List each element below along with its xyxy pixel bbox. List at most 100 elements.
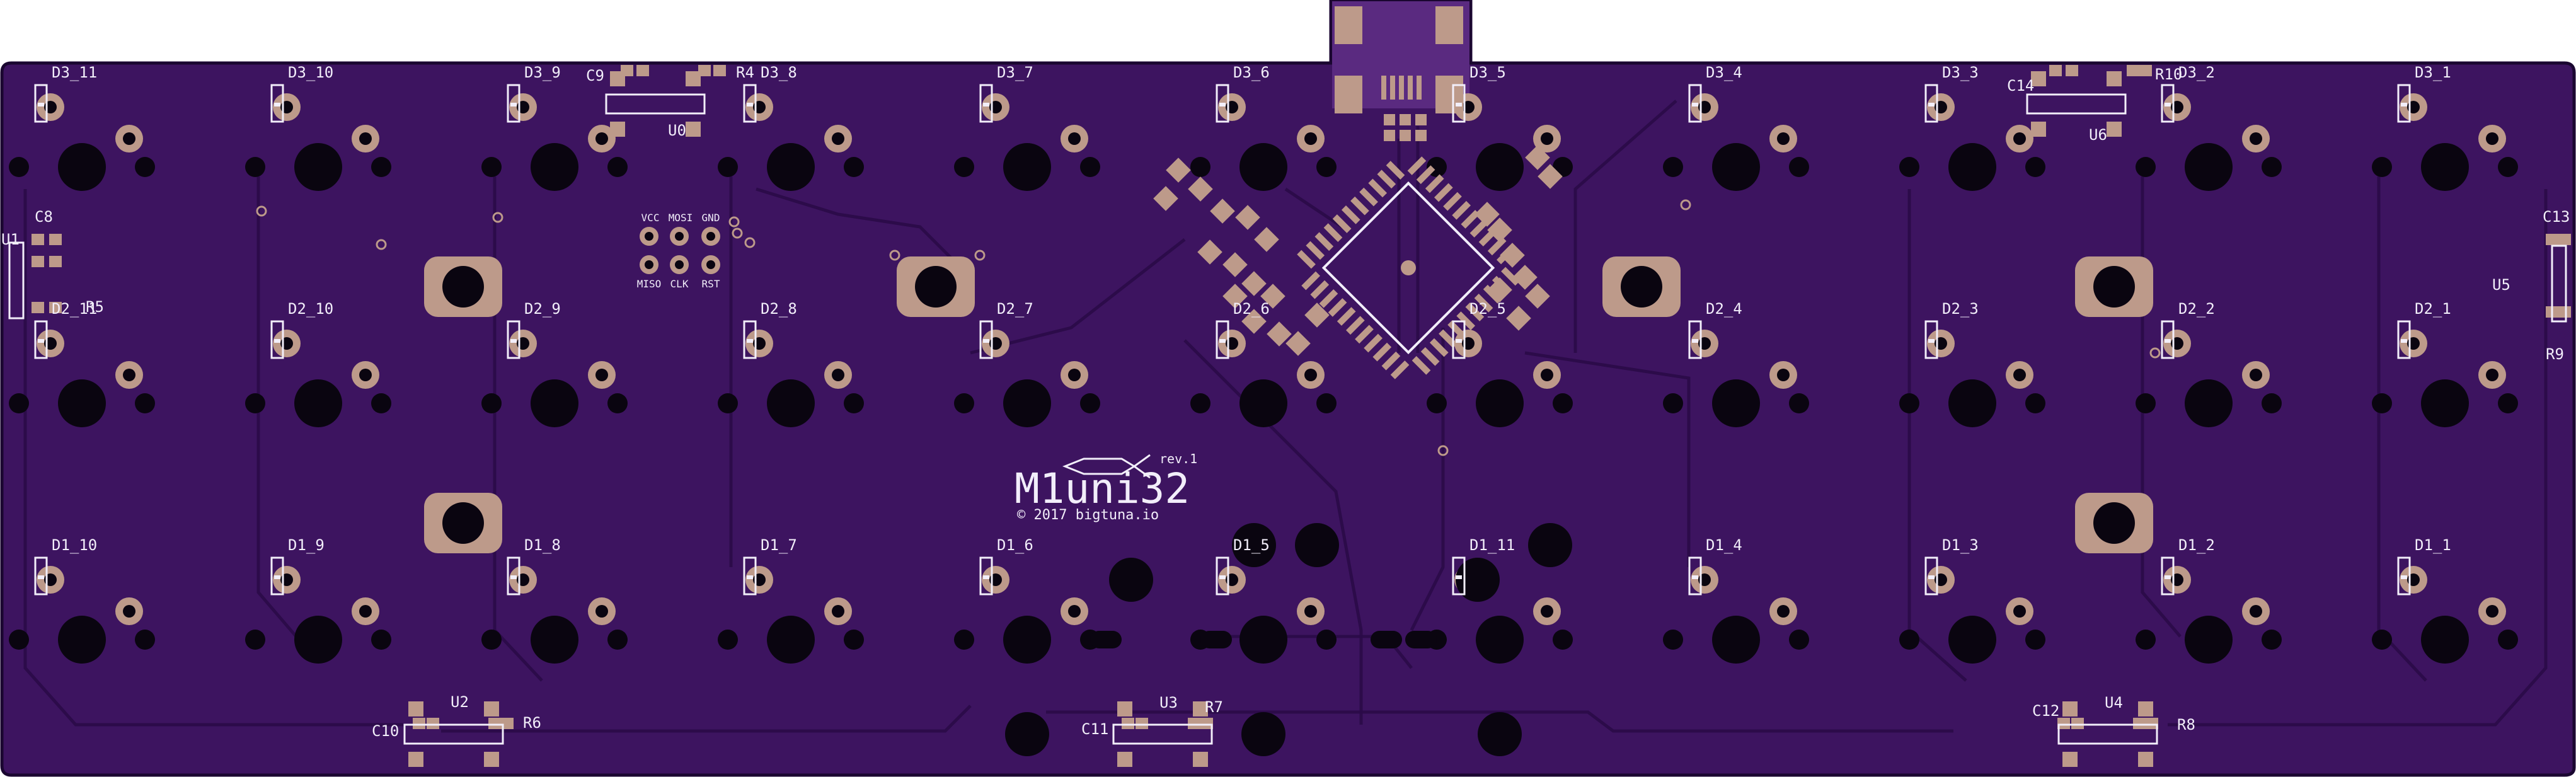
switch-pad-drill [2013, 132, 2026, 145]
switch-pad-drill [359, 605, 372, 618]
switch-mount-hole [2136, 157, 2156, 177]
diode-outline [1216, 556, 1229, 596]
diode-outline [1924, 320, 1938, 359]
via [376, 239, 387, 250]
mcu-pin [1314, 232, 1334, 251]
switch-mount-hole [844, 630, 864, 650]
diode-cathode-mark [1219, 339, 1226, 343]
silkscreen-label: D1_6 [997, 536, 1033, 554]
stabilizer-hole [1528, 523, 1572, 567]
silkscreen-label: D2_2 [2178, 300, 2215, 318]
diode-cathode-mark [1928, 575, 1935, 579]
diode-cathode-mark [2165, 575, 2171, 579]
diode-outline [34, 84, 48, 123]
standoff-hole [442, 266, 484, 308]
switch-mount-hole [2136, 393, 2156, 413]
diode-outline [1216, 84, 1229, 123]
switch-pad-drill [2250, 132, 2262, 145]
switch-pad-drill [359, 369, 372, 381]
silkscreen-label: D1_9 [288, 536, 325, 554]
diode-cathode-mark [1928, 103, 1935, 106]
passive-pad [2066, 65, 2078, 76]
silkscreen-label: D1_3 [1942, 536, 1979, 554]
passive-pad [2146, 718, 2158, 729]
switch-mount-hole [2025, 630, 2045, 650]
usb-small-pad [1384, 114, 1395, 125]
regulator-outline [605, 93, 706, 115]
component-pad [484, 752, 499, 767]
switch-mount-hole [1316, 393, 1337, 413]
via [1437, 445, 1449, 456]
stabilizer-hole [1456, 558, 1500, 602]
component-pad [686, 122, 701, 137]
switch-center-hole [767, 616, 815, 664]
switch-mount-hole [1899, 393, 1919, 413]
mcu-pin [1372, 342, 1392, 362]
diode-outline [1688, 556, 1702, 596]
smd-pad [1512, 265, 1538, 290]
switch-mount-hole [1789, 157, 1809, 177]
passive-pad [2133, 718, 2146, 729]
switch-center-hole [1003, 616, 1051, 664]
silkscreen-label: U0 [668, 122, 686, 139]
passive-pad [2127, 65, 2139, 76]
silkscreen-label: D2_10 [288, 300, 333, 318]
diode-outline [2397, 320, 2411, 359]
switch-mount-hole [135, 157, 155, 177]
switch-center-hole [294, 616, 342, 664]
switch-mount-hole [1080, 157, 1100, 177]
switch-pad-drill [1541, 605, 1553, 618]
silkscreen-label: D1_11 [1469, 536, 1515, 554]
switch-mount-hole [1080, 393, 1100, 413]
usb-data-pin [1399, 76, 1404, 100]
switch-pad-drill [2013, 369, 2026, 381]
revision-label: rev.1 [1159, 451, 1197, 466]
passive-pad [2071, 718, 2084, 729]
switch-mount-hole [1553, 630, 1573, 650]
switch-center-hole [2421, 616, 2469, 664]
diode-cathode-mark [747, 339, 753, 343]
switch-center-hole [294, 143, 342, 191]
silkscreen-label: U3 [1159, 694, 1178, 711]
u5-outline [2551, 245, 2567, 323]
diode-outline [270, 556, 284, 596]
mcu-pin [1416, 165, 1435, 185]
mcu-pin [1364, 333, 1383, 353]
component-pad [610, 122, 625, 137]
diode-outline [34, 556, 48, 596]
component-pad [1193, 701, 1208, 717]
via [1680, 199, 1691, 210]
switch-pad-drill [595, 369, 608, 381]
switch-pad-drill [595, 605, 608, 618]
switch-mount-hole [2136, 630, 2156, 650]
switch-center-hole [2421, 379, 2469, 427]
switch-center-hole [1948, 616, 1996, 664]
silkscreen-label: C12 [2032, 702, 2059, 720]
switch-mount-hole [2025, 393, 2045, 413]
smd-pad [1304, 302, 1330, 328]
switch-mount-hole [2372, 157, 2392, 177]
diode-outline [1216, 320, 1229, 359]
diode-outline [270, 320, 284, 359]
silkscreen-label: U6 [2089, 126, 2107, 144]
silkscreen-label: R6 [523, 714, 541, 732]
mcu-pin [1452, 200, 1471, 220]
switch-pad-drill [123, 605, 135, 618]
switch-pad-drill [1777, 605, 1790, 618]
switch-mount-hole [718, 393, 738, 413]
silkscreen-label: C14 [2007, 77, 2034, 95]
diode-outline [1924, 556, 1938, 596]
passive-pad [2049, 65, 2062, 76]
slot-hole [1090, 631, 1122, 648]
switch-center-hole [2185, 143, 2233, 191]
switch-mount-hole [2498, 630, 2518, 650]
silkscreen-label: D1_1 [2415, 536, 2451, 554]
switch-mount-hole [245, 393, 265, 413]
diode-outline [270, 84, 284, 123]
switch-pad-drill [2250, 605, 2262, 618]
component-pad [2031, 122, 2046, 137]
diode-cathode-mark [747, 103, 753, 106]
mcu-pin [1332, 214, 1352, 233]
switch-center-hole [1239, 379, 1287, 427]
